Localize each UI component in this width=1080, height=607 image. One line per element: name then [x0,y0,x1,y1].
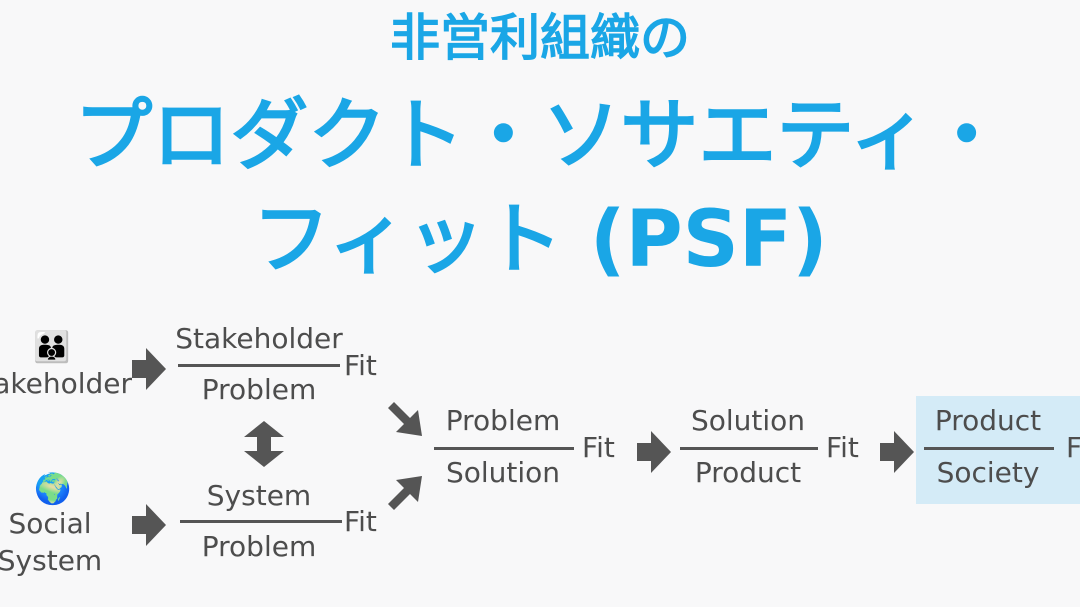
diagonal-up-arrow-icon [388,476,422,510]
globe-icon: 🌍 [34,472,72,507]
fit-problem-line [434,447,574,450]
system-label: System [0,544,103,577]
fit-stakeholder-bottom: Problem [201,373,317,406]
fit-solution-suffix: Fit [826,431,859,464]
family-icon: 👪 [33,330,71,365]
right-arrow-icon [132,348,166,390]
diagonal-down-arrow-icon [388,402,422,436]
fit-system-suffix: Fit [344,505,377,538]
right-arrow-icon [637,431,671,473]
fit-product-line [924,447,1054,450]
title-line-1: 非営利組織の [390,9,690,67]
title-line-3: フィット (PSF) [252,195,828,285]
updown-arrow-icon [244,421,284,467]
fit-solution-line [680,447,818,450]
title-line-2: プロダクト・ソサエティ・ [74,91,1006,181]
fit-product-bottom: Society [936,456,1040,489]
social-label: Social [8,507,92,540]
fit-stakeholder-suffix: Fit [344,349,377,382]
fit-system-bottom: Problem [201,530,317,563]
fit-solution-top: Solution [690,404,806,437]
fit-solution-bottom: Product [694,456,802,489]
right-arrow-icon [880,431,914,473]
fit-stakeholder-top: Stakeholder [175,322,343,355]
right-arrow-icon [132,504,166,546]
fit-product-top: Product [934,404,1042,437]
fit-product-suffix: Fit [1066,431,1080,464]
fit-problem-bottom: Solution [445,456,561,489]
product-society-highlight [916,396,1080,504]
stakeholder-label: Stakeholder [0,367,132,400]
fit-system-top: System [206,479,312,512]
fit-problem-top: Problem [445,404,561,437]
fit-problem-suffix: Fit [582,431,615,464]
fit-stakeholder-line [178,364,340,367]
fit-system-line [180,520,342,523]
